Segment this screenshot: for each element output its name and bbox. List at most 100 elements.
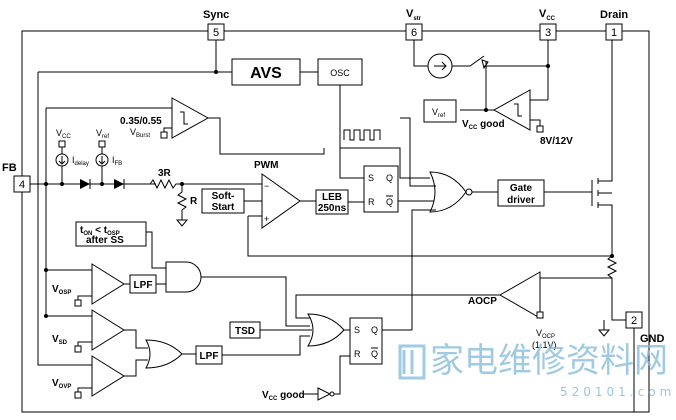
idelay-label: Idelay <box>72 155 89 167</box>
ff1-s: S <box>368 173 374 183</box>
pin-gnd-number: 2 <box>631 315 637 327</box>
soft-start-block <box>201 188 245 214</box>
lpf-top-label: LPF <box>134 280 153 291</box>
burst-thresh-label: 0.35/0.55 <box>120 116 162 127</box>
startup-switch <box>452 55 485 67</box>
current-sense-wire <box>247 215 612 257</box>
pin-vcc: 3 VCC <box>539 8 557 41</box>
resistor-3r <box>149 178 262 190</box>
pin-sync: 5 Sync <box>203 9 229 41</box>
pwm-minus: − <box>264 181 269 191</box>
pin-fb: 4 FB <box>2 162 31 193</box>
flip-flop-2 <box>349 317 383 365</box>
pin-vstr: 6 Vstr <box>405 8 423 41</box>
flip-flop-1 <box>363 165 399 213</box>
vosp-label: VOSP <box>52 284 71 296</box>
gate-driver-label-2: driver <box>507 195 535 206</box>
pin-drain-label: Drain <box>600 9 628 21</box>
output-nor-gate <box>429 171 467 213</box>
after-ss-label: after SS <box>86 235 124 246</box>
burst-comparator <box>171 97 210 139</box>
pin-gnd-label: GND <box>640 333 665 345</box>
inverter-gate <box>317 387 332 401</box>
ton-label-1: tON < tOSP <box>80 225 120 237</box>
ff2-q: Q <box>371 325 378 335</box>
ground-icon <box>175 219 189 227</box>
pin-drain-number: 1 <box>611 27 617 39</box>
watermark-url: 520101.com <box>560 385 675 399</box>
vocp-label: VOCP <box>536 328 555 340</box>
gate-driver-block <box>497 179 545 207</box>
vref-left-label: Vref <box>96 128 109 140</box>
diode-2-icon <box>114 179 124 189</box>
pulse-train-icon <box>343 129 381 141</box>
avs-label: AVS <box>250 65 282 82</box>
sd-comparator <box>91 309 125 351</box>
pwm-label: PWM <box>254 160 278 171</box>
watermark: 家电维修资料网 520101.com <box>398 341 675 399</box>
vref-box-label: Vref <box>432 107 445 119</box>
osp-comparator <box>91 263 125 305</box>
leb-label-1: LEB <box>322 192 342 203</box>
uvlo-comparator <box>492 89 531 131</box>
pin-sync-number: 5 <box>213 27 219 39</box>
aocp-out-wire <box>295 294 500 319</box>
ic-boundary <box>21 30 650 413</box>
pin-vcc-label: VCC <box>539 8 556 22</box>
vcc-left-label: VCC <box>56 128 71 140</box>
aocp-label: AOCP <box>468 296 497 307</box>
vovp-label: VOVP <box>52 378 71 390</box>
burst-out-wire <box>208 117 325 155</box>
power-mosfet-icon <box>591 40 613 230</box>
vsd-label: VSD <box>52 334 68 346</box>
ff2-qb: Q <box>371 349 378 359</box>
r-label: R <box>190 196 198 207</box>
pwm-plus: + <box>264 214 269 224</box>
gate-driver-label-1: Gate <box>510 183 533 194</box>
ff1-r: R <box>368 197 375 207</box>
sense-resistor <box>606 230 626 321</box>
ff1-qb: Q <box>386 197 393 207</box>
vocp-val-label: (1.1V) <box>532 340 557 350</box>
leb-block <box>315 189 349 215</box>
sd-ovp-or-gate <box>145 339 183 369</box>
pin-sync-label: Sync <box>203 9 229 21</box>
osc-block <box>317 58 363 86</box>
soft-start-label-1: Soft- <box>212 191 235 202</box>
vburst-label: VBurst <box>130 127 150 139</box>
leb-label-2: 250ns <box>318 203 347 214</box>
pwm-comparator <box>261 173 301 229</box>
vcc-rail-wire <box>484 40 549 100</box>
pin-drain: 1 Drain <box>600 9 628 41</box>
vstr-wire <box>413 40 428 67</box>
lpf-bottom-label: LPF <box>200 351 219 362</box>
watermark-logo-icon <box>398 344 426 380</box>
ff2-r: R <box>354 349 361 359</box>
ton-block <box>75 221 147 247</box>
osc-label: OSC <box>330 68 350 78</box>
pin-vstr-label: Vstr <box>406 8 422 22</box>
diode-1-icon <box>80 179 90 189</box>
ovp-comparator <box>91 355 125 397</box>
avs-left-wire <box>37 72 92 366</box>
gnd-symbol-icon <box>597 320 611 337</box>
uvlo-label: 8V/12V <box>540 136 573 147</box>
aocp-comparator <box>498 271 541 319</box>
soft-start-label-2: Start <box>212 202 235 213</box>
r3-label: 3R <box>158 168 172 179</box>
watermark-chinese: 家电维修资料网 <box>430 341 668 381</box>
vref-box <box>423 99 457 123</box>
pin-fb-number: 4 <box>19 179 25 191</box>
vcc-good-top-label: VCC good <box>462 119 505 131</box>
protection-or-gate <box>307 313 345 347</box>
sync-wire <box>38 40 232 73</box>
ff1-q: Q <box>386 173 393 183</box>
pin-fb-label: FB <box>2 162 17 174</box>
resistor-r <box>176 184 188 220</box>
ifb-label: IFB <box>112 155 122 167</box>
latch-wire <box>411 209 436 330</box>
pin-vstr-number: 6 <box>411 27 417 39</box>
vcc-good-bot-label: VCC good <box>262 390 305 402</box>
